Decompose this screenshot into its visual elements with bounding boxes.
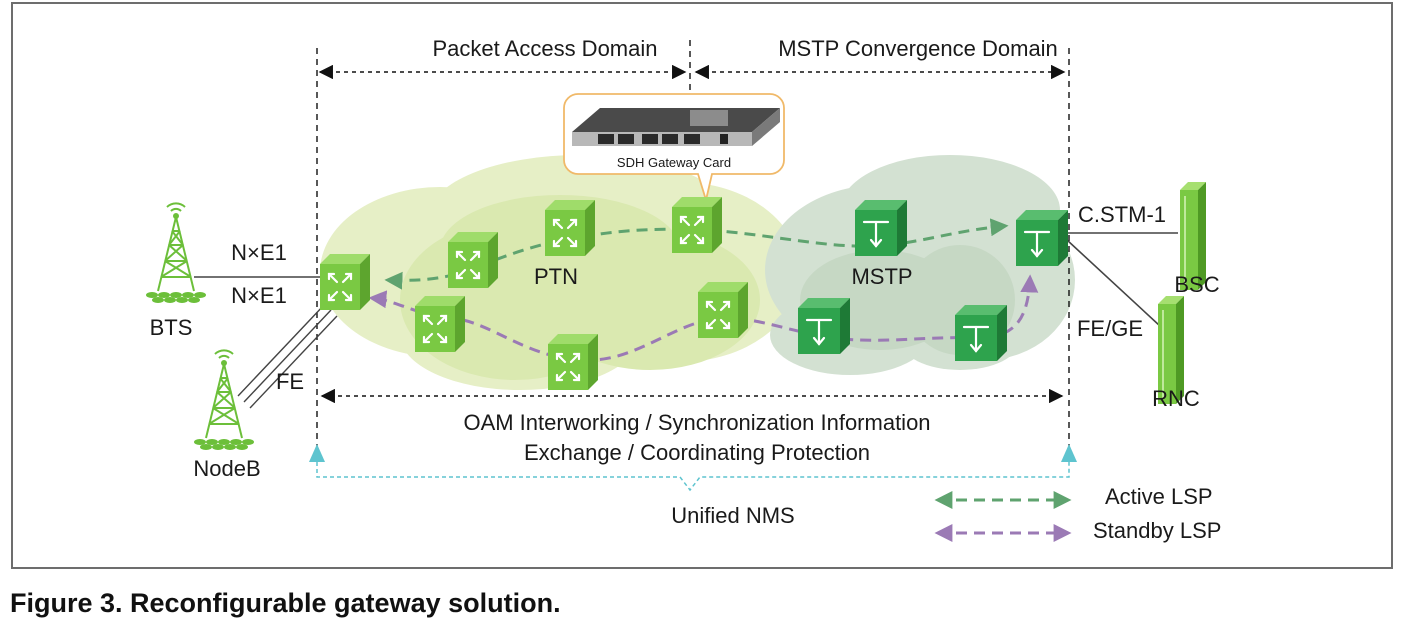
nodeb-link-3 — [249, 315, 338, 409]
rnc-label: RNC — [1152, 386, 1200, 411]
bsc-link-label: C.STM-1 — [1078, 202, 1166, 227]
mstp-gateway-node — [1014, 208, 1070, 268]
ptn-gateway-node — [318, 252, 372, 312]
bts-link-label-upper: N×E1 — [231, 240, 287, 265]
mstp-node-2 — [796, 296, 852, 356]
nms-connector — [316, 448, 1070, 492]
nms-label: Unified NMS — [671, 503, 794, 528]
interworking-text-line1: OAM Interworking / Synchronization Infor… — [463, 410, 930, 435]
ptn-node-4 — [546, 332, 600, 392]
interworking-text-line2: Exchange / Coordinating Protection — [524, 440, 870, 465]
mstp-label: MSTP — [851, 264, 912, 289]
nms-arrow-left — [309, 444, 325, 462]
gateway-card-label: SDH Gateway Card — [617, 155, 731, 170]
nms-arrow-right — [1061, 444, 1077, 462]
rnc-link — [1066, 239, 1161, 327]
mstp-node-1 — [853, 198, 909, 258]
mstp-node-3 — [953, 303, 1009, 363]
figure-caption: Figure 3. Reconfigurable gateway solutio… — [10, 588, 561, 618]
rnc-link-label: FE/GE — [1077, 316, 1143, 341]
legend-active-lsp-label: Active LSP — [1105, 484, 1213, 509]
nodeb-label: NodeB — [193, 456, 260, 481]
bsc-label: BSC — [1174, 272, 1219, 297]
ptn-label: PTN — [534, 264, 578, 289]
legend-standby-lsp-label: Standby LSP — [1093, 518, 1221, 543]
ptn-node-3 — [413, 294, 467, 354]
ptn-node-1 — [446, 230, 500, 290]
packet-access-domain-label: Packet Access Domain — [433, 36, 658, 61]
ptn-node-2 — [543, 198, 597, 258]
nodeb-link-1 — [237, 303, 326, 397]
bts-link-label-lower: N×E1 — [231, 283, 287, 308]
gateway-card-callout: SDH Gateway Card — [563, 93, 785, 204]
nodeb-link-2 — [243, 309, 332, 403]
gateway-card-image — [572, 108, 780, 146]
ptn-node-5 — [696, 280, 750, 340]
figure-frame — [11, 2, 1393, 569]
bts-label: BTS — [150, 315, 193, 340]
mstp-convergence-domain-label: MSTP Convergence Domain — [778, 36, 1058, 61]
nodeb-link-label: FE — [276, 369, 304, 394]
sdh-gateway-node — [670, 195, 724, 255]
bts-tower-icon — [145, 202, 207, 304]
